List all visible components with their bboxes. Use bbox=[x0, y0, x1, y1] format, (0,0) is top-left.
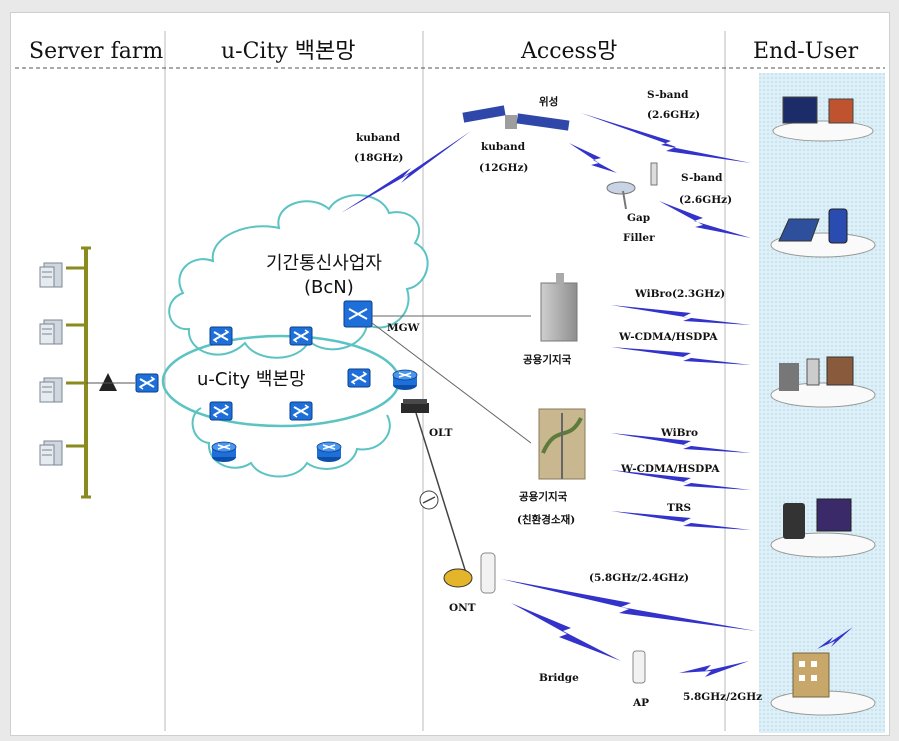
backbone-cloud-edge bbox=[191, 407, 391, 478]
satellite-icon bbox=[462, 105, 506, 123]
satellite-label: 위성 bbox=[539, 95, 558, 108]
network-diagram: Server farm u-City 백본망 Access망 End-User … bbox=[15, 31, 885, 733]
building-bolt bbox=[817, 627, 853, 649]
phone-icon bbox=[828, 208, 848, 244]
station-2-sublabel: (친환경소재) bbox=[517, 513, 575, 526]
olt-icon bbox=[401, 403, 429, 413]
ap-link-label: 5.8GHz/2GHz bbox=[683, 691, 762, 703]
pda-icon bbox=[806, 358, 820, 386]
switch-icon bbox=[209, 326, 233, 346]
router-icon bbox=[392, 369, 418, 391]
switch-icon bbox=[135, 373, 159, 393]
end-user-devices bbox=[770, 96, 876, 716]
ap-bolt bbox=[679, 661, 749, 677]
server-icon bbox=[39, 440, 63, 466]
station-1-label: 공용기지국 bbox=[523, 353, 572, 366]
gap-sband-freq: (2.6GHz) bbox=[679, 194, 732, 206]
server-icon bbox=[39, 377, 63, 403]
router-icon bbox=[316, 441, 342, 463]
downlink-band: kuband bbox=[481, 141, 526, 153]
olt-label: OLT bbox=[429, 427, 453, 439]
monitor-icon bbox=[828, 98, 854, 124]
ap-label: AP bbox=[632, 697, 649, 709]
uplink-band: kuband bbox=[356, 132, 401, 144]
bridge-label: Bridge bbox=[539, 672, 579, 684]
tv-icon bbox=[782, 96, 818, 124]
gap-filler-dish-icon bbox=[606, 181, 636, 195]
mgw-link-2 bbox=[371, 322, 532, 444]
switch-icon bbox=[289, 326, 313, 346]
ap-icon bbox=[632, 650, 646, 684]
header-access: Access망 bbox=[520, 39, 617, 64]
wcdma2-bolt bbox=[611, 470, 751, 490]
wcdma-bolt bbox=[611, 347, 751, 365]
gateway-icon bbox=[99, 373, 117, 391]
wibro-bolt bbox=[611, 305, 751, 325]
gap-filler-label-2: Filler bbox=[623, 232, 655, 244]
wcdma2-label: W-CDMA/HSDPA bbox=[620, 463, 720, 475]
downlink-freq: (12GHz) bbox=[479, 162, 528, 174]
server-icon bbox=[39, 262, 63, 288]
bridge-bolt bbox=[511, 603, 621, 661]
uplink-bolt bbox=[341, 131, 471, 213]
switch-icon bbox=[209, 401, 233, 421]
header-backbone: u-City 백본망 bbox=[221, 39, 355, 64]
sat-sband-freq: (2.6GHz) bbox=[647, 109, 700, 121]
tablet-icon bbox=[816, 498, 852, 532]
ont-antenna-icon bbox=[480, 552, 496, 594]
header-end-user: End-User bbox=[753, 39, 859, 64]
switch-icon bbox=[347, 368, 371, 388]
fiber-link bbox=[415, 412, 467, 574]
ont-link-label: (5.8GHz/2.4GHz) bbox=[589, 572, 689, 584]
diagram-frame: Server farm u-City 백본망 Access망 End-User … bbox=[10, 12, 890, 736]
wireless-links bbox=[341, 113, 853, 677]
uplink-freq: (18GHz) bbox=[354, 152, 403, 164]
ont-bolt bbox=[501, 579, 756, 631]
wibro-label: WiBro(2.3GHz) bbox=[634, 288, 725, 300]
wibro2-label: WiBro bbox=[660, 427, 698, 439]
camera-icon bbox=[779, 363, 799, 391]
handheld-icon bbox=[783, 503, 805, 539]
server-icon bbox=[39, 319, 63, 345]
station-2-label: 공용기지국 bbox=[519, 490, 568, 503]
wibro2-bolt bbox=[611, 433, 751, 453]
router-icon bbox=[211, 441, 237, 463]
gap-filler-label: Gap bbox=[627, 212, 650, 224]
sband-bolt-2 bbox=[659, 201, 751, 238]
mgw-label: MGW bbox=[387, 322, 420, 334]
switch-icon bbox=[289, 401, 313, 421]
building-icon bbox=[540, 282, 578, 342]
ont-label: ONT bbox=[449, 602, 476, 614]
ont-icon bbox=[443, 568, 473, 588]
wcdma-label: W-CDMA/HSDPA bbox=[618, 331, 718, 343]
bcn-sublabel: (BcN) bbox=[304, 277, 354, 298]
bcn-label: 기간통신사업자 bbox=[266, 253, 382, 274]
pedestal bbox=[772, 120, 874, 142]
sat-sband-label: S-band bbox=[647, 89, 689, 101]
trs-bolt bbox=[611, 511, 751, 530]
downlink-bolt bbox=[569, 143, 617, 173]
display-icon bbox=[826, 356, 854, 386]
gap-sband-label: S-band bbox=[681, 172, 723, 184]
trs-label: TRS bbox=[667, 502, 691, 514]
ring-label: u-City 백본망 bbox=[197, 369, 306, 390]
header-server-farm: Server farm bbox=[29, 39, 163, 64]
laptop-icon bbox=[778, 218, 820, 242]
